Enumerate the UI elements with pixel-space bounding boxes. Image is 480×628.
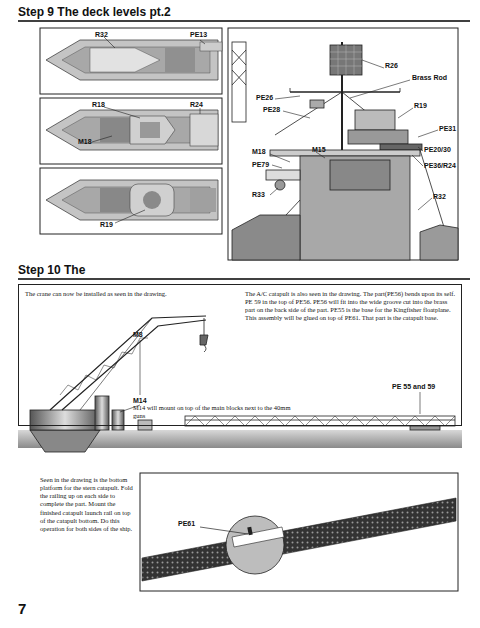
part-callout: PE31 — [439, 125, 456, 133]
part-callout: PE 55 and 59 — [392, 383, 435, 391]
part-callout: R19 — [414, 102, 427, 110]
note-text: Seen in the drawing is the bottom platfo… — [40, 476, 136, 533]
part-callout: R33 — [252, 191, 265, 199]
part-callout: R24 — [190, 101, 203, 109]
part-callout: PE61 — [178, 520, 195, 528]
part-callout: PE79 — [252, 161, 269, 169]
part-callout: PE20/30 — [424, 146, 451, 154]
part-callout: R19 — [100, 221, 113, 229]
step-heading: Step 10 The — [18, 264, 85, 278]
part-callout: R26 — [385, 62, 398, 70]
part-callout: R18 — [92, 101, 105, 109]
part-callout: M14 — [133, 397, 147, 405]
part-callout: M8 — [133, 331, 143, 339]
instruction-note: The crane can now be installed as seen i… — [25, 290, 230, 298]
part-callout: PE26 — [256, 94, 273, 102]
part-callout: PE28 — [263, 106, 280, 114]
part-callout: PE13 — [190, 31, 207, 39]
part-callout: PE36/R24 — [424, 162, 456, 170]
step-heading: Step 9 The deck levels pt.2 — [18, 6, 171, 20]
part-callout: Brass Rod — [412, 74, 447, 82]
part-callout: R32 — [95, 31, 108, 39]
note-text: M14 will mount on top of the main blocks… — [133, 404, 293, 420]
part-callout: M18 — [252, 148, 266, 156]
part-callout: R32 — [433, 193, 446, 201]
part-callout: M18 — [78, 138, 92, 146]
page-number: 7 — [18, 600, 26, 617]
part-callout: M15 — [312, 146, 326, 154]
instruction-note: The A/C catapult is also seen in the dra… — [245, 290, 455, 323]
